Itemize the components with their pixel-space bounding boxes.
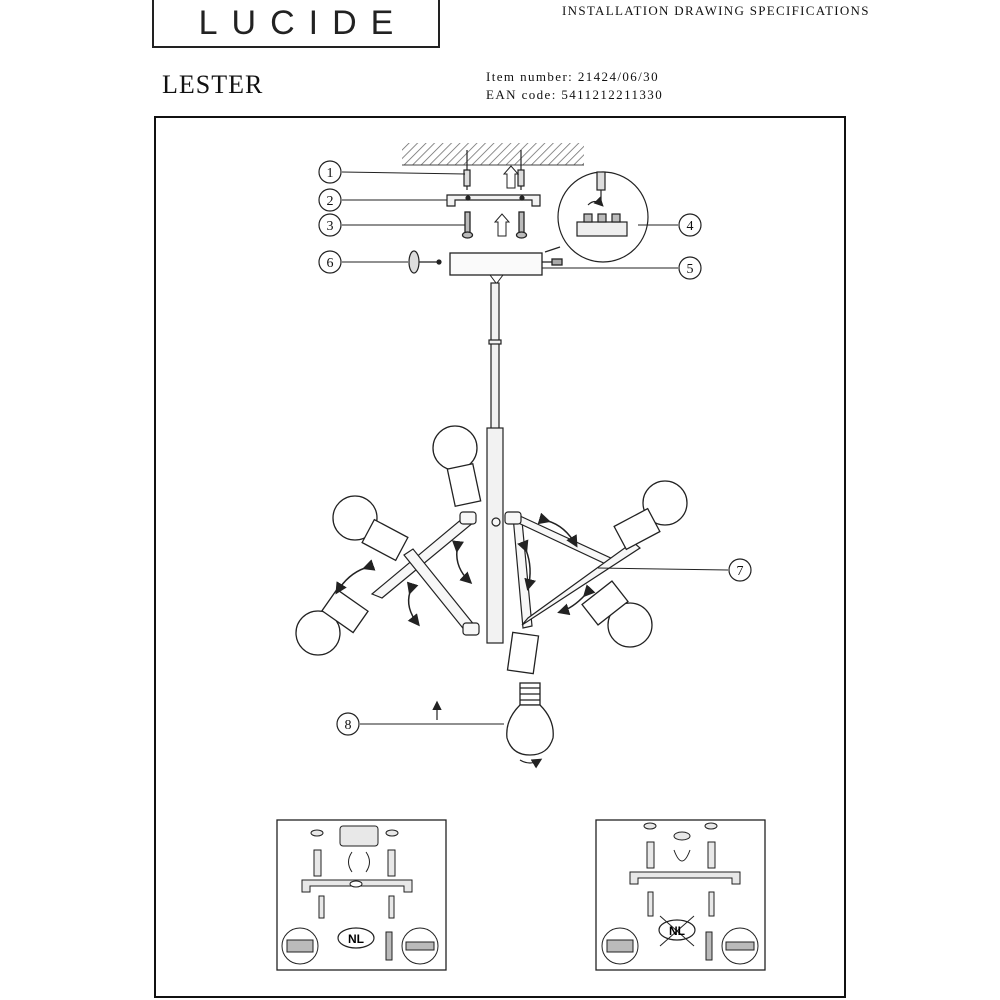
callout-4: 4	[687, 219, 694, 234]
lamp-heads	[295, 425, 688, 675]
document-title: INSTALLATION DRAWING SPECIFICATIONS	[562, 3, 870, 18]
callout-5: 5	[687, 262, 694, 277]
ceiling-hatch-icon	[402, 143, 584, 166]
brand-logo-text: LUCIDE	[198, 4, 408, 42]
bracket-icon	[446, 194, 541, 207]
terminal-block-icon	[544, 171, 649, 263]
ean-code: EAN code: 5411212211330	[486, 87, 664, 102]
panel-right-badge: NL	[669, 924, 685, 938]
callout-7: 7	[737, 564, 744, 579]
callout-1: 1	[327, 166, 334, 181]
item-number: Item number: 21424/06/30	[486, 69, 659, 84]
callout-2: 2	[327, 194, 334, 209]
screwdriver-icon	[705, 927, 759, 965]
leader-lines	[341, 171, 729, 725]
drill-icon	[281, 927, 319, 965]
callout-8: 8	[345, 718, 352, 733]
drawing-frame	[154, 116, 846, 998]
callout-3: 3	[327, 219, 334, 234]
drill-icon	[601, 927, 639, 965]
canopy-icon	[449, 252, 563, 284]
callout-6: 6	[327, 256, 334, 271]
bulb-icon	[506, 682, 554, 769]
stem-rod	[486, 282, 504, 644]
brand-logo: LUCIDE	[152, 0, 440, 48]
hook-icon	[408, 250, 442, 274]
product-name: LESTER	[162, 70, 264, 99]
ceiling-box-panel: NL	[276, 819, 447, 971]
rotate-arrow-icon	[335, 512, 596, 627]
callout-markers	[318, 160, 752, 736]
wall-plug-icon	[463, 150, 525, 190]
screw-icon	[461, 211, 528, 239]
screwdriver-icon	[385, 927, 439, 965]
ceiling-hook-panel: NL	[595, 819, 766, 971]
panel-left-badge: NL	[348, 932, 364, 946]
arrow-up-icon	[493, 165, 520, 237]
